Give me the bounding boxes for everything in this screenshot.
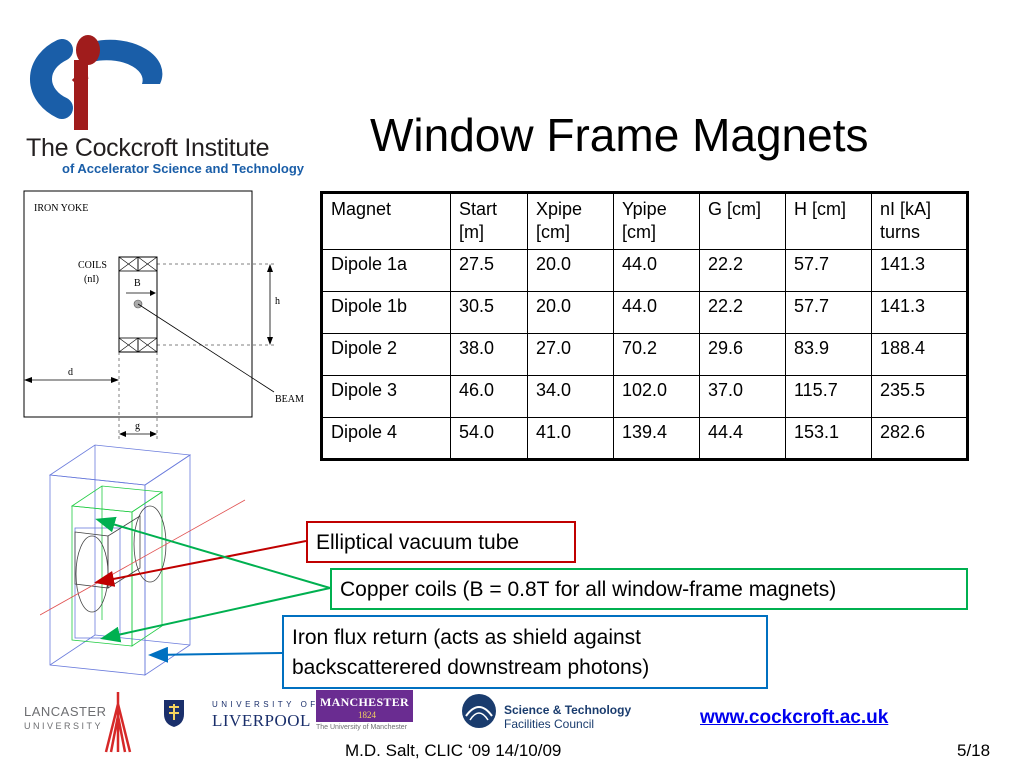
table-cell: 37.0 bbox=[699, 375, 786, 418]
table-cell: 102.0 bbox=[613, 375, 700, 418]
manchester-logo bbox=[316, 690, 413, 722]
header-cell: Xpipe[cm] bbox=[527, 192, 614, 250]
header-cell: Magnet bbox=[321, 192, 451, 250]
website-link[interactable]: www.cockcroft.ac.uk bbox=[700, 707, 889, 728]
table-cell: 83.9 bbox=[785, 333, 872, 376]
header-cell: H [cm] bbox=[785, 192, 872, 250]
lancaster-label-1: LANCASTER bbox=[24, 704, 107, 719]
table-cell: 139.4 bbox=[613, 417, 700, 460]
table-cell: 29.6 bbox=[699, 333, 786, 376]
table-cell: Dipole 3 bbox=[321, 375, 451, 418]
table-cell: Dipole 1b bbox=[321, 291, 451, 334]
d-dimension-label: d bbox=[68, 367, 73, 378]
table-row: Dipole 4 54.0 41.0 139.4 44.4 153.1 282.… bbox=[321, 417, 968, 460]
liverpool-university-of: UNIVERSITY OF bbox=[212, 700, 319, 709]
table-row: Dipole 2 38.0 27.0 70.2 29.6 83.9 188.4 bbox=[321, 333, 968, 376]
table-cell: 38.0 bbox=[450, 333, 528, 376]
manchester-year: 1824 bbox=[358, 710, 376, 720]
table-row: Dipole 3 46.0 34.0 102.0 37.0 115.7 235.… bbox=[321, 375, 968, 418]
footer-credit: M.D. Salt, CLIC ‘09 14/10/09 bbox=[345, 741, 562, 760]
header-cell: Start[m] bbox=[450, 192, 528, 250]
partner-logos: LANCASTER UNIVERSITY UNIVERSITY OF LIVER… bbox=[20, 688, 660, 758]
callout-vacuum-tube: Elliptical vacuum tube bbox=[306, 521, 576, 563]
table-cell: 41.0 bbox=[527, 417, 614, 460]
liverpool-logo: LIVERPOOL bbox=[212, 711, 311, 730]
lancaster-label-2: UNIVERSITY bbox=[24, 721, 104, 731]
header-cell: G [cm] bbox=[699, 192, 786, 250]
coils-ni-label: (nI) bbox=[84, 274, 99, 285]
table-cell: 27.5 bbox=[450, 249, 528, 292]
logo-name: The Cockcroft Institute bbox=[26, 134, 270, 162]
cockcroft-logo: The Cockcroft Institute of Accelerator S… bbox=[22, 20, 305, 180]
table-cell: 44.4 bbox=[699, 417, 786, 460]
callout-iron-flux-return: Iron flux return (acts as shield against… bbox=[282, 615, 768, 689]
table-cell: 57.7 bbox=[785, 249, 872, 292]
cockcroft-emblem-icon bbox=[30, 35, 163, 130]
table-header-row: Magnet Start[m] Xpipe[cm] Ypipe[cm] G [c… bbox=[321, 192, 968, 250]
table-cell: 44.0 bbox=[613, 249, 700, 292]
stfc-label-1: Science & Technology bbox=[504, 703, 632, 717]
table-cell: 115.7 bbox=[785, 375, 872, 418]
page-number: 5/18 bbox=[957, 741, 991, 760]
manchester-label: MANCHESTER bbox=[320, 695, 410, 709]
table-cell: 22.2 bbox=[699, 291, 786, 334]
table-cell: 30.5 bbox=[450, 291, 528, 334]
lancaster-logo: LANCASTER UNIVERSITY bbox=[24, 704, 107, 734]
table-cell: Dipole 1a bbox=[321, 249, 451, 292]
table-cell: 188.4 bbox=[871, 333, 968, 376]
table-cell: 27.0 bbox=[527, 333, 614, 376]
coils-label: COILS bbox=[78, 260, 107, 271]
callout-copper-coils: Copper coils (B = 0.8T for all window-fr… bbox=[330, 568, 968, 610]
table-cell: Dipole 2 bbox=[321, 333, 451, 376]
yoke-diagram-drawing bbox=[23, 190, 275, 440]
table-cell: 54.0 bbox=[450, 417, 528, 460]
table-cell: 34.0 bbox=[527, 375, 614, 418]
beam-label: BEAM bbox=[275, 394, 304, 405]
table-cell: 153.1 bbox=[785, 417, 872, 460]
table-cell: 46.0 bbox=[450, 375, 528, 418]
magnet-wireframe-drawing bbox=[39, 444, 246, 676]
b-field-label: B bbox=[134, 278, 141, 289]
table-row: Dipole 1b 30.5 20.0 44.0 22.2 57.7 141.3 bbox=[321, 291, 968, 334]
table-cell: 20.0 bbox=[527, 291, 614, 334]
magnet-table: Magnet Start[m] Xpipe[cm] Ypipe[cm] G [c… bbox=[320, 191, 969, 461]
header-cell: nI [kA]turns bbox=[871, 192, 968, 250]
stfc-label-2: Facilities Council bbox=[504, 717, 595, 731]
h-dimension-label: h bbox=[275, 296, 280, 307]
table-cell: 141.3 bbox=[871, 249, 968, 292]
table-cell: 70.2 bbox=[613, 333, 700, 376]
table-cell: 235.5 bbox=[871, 375, 968, 418]
slide-title: Window Frame Magnets bbox=[370, 109, 869, 161]
liverpool-shield-icon bbox=[164, 700, 184, 727]
callout-iron-line1: Iron flux return (acts as shield against bbox=[292, 626, 642, 649]
table-row: Dipole 1a 27.5 20.0 44.0 22.2 57.7 141.3 bbox=[321, 249, 968, 292]
table-cell: Dipole 4 bbox=[321, 417, 451, 460]
table-cell: 57.7 bbox=[785, 291, 872, 334]
table-cell: 22.2 bbox=[699, 249, 786, 292]
stfc-logo-icon bbox=[462, 694, 496, 728]
g-dimension-label: g bbox=[135, 421, 140, 432]
yoke-cross-section-diagram: IRON YOKE COILS (nI) B h d g BEAM bbox=[22, 188, 312, 443]
lancaster-emblem-icon bbox=[104, 692, 132, 753]
manchester-subtitle: The University of Manchester bbox=[316, 724, 408, 731]
magnet-3d-wireframe bbox=[39, 440, 250, 680]
iron-yoke-label: IRON YOKE bbox=[34, 203, 89, 214]
table-cell: 20.0 bbox=[527, 249, 614, 292]
table-cell: 282.6 bbox=[871, 417, 968, 460]
table-cell: 141.3 bbox=[871, 291, 968, 334]
header-cell: Ypipe[cm] bbox=[613, 192, 700, 250]
logo-subtitle: of Accelerator Science and Technology bbox=[62, 161, 305, 176]
table-cell: 44.0 bbox=[613, 291, 700, 334]
callout-iron-line2: backscatterered downstream photons) bbox=[292, 656, 650, 679]
